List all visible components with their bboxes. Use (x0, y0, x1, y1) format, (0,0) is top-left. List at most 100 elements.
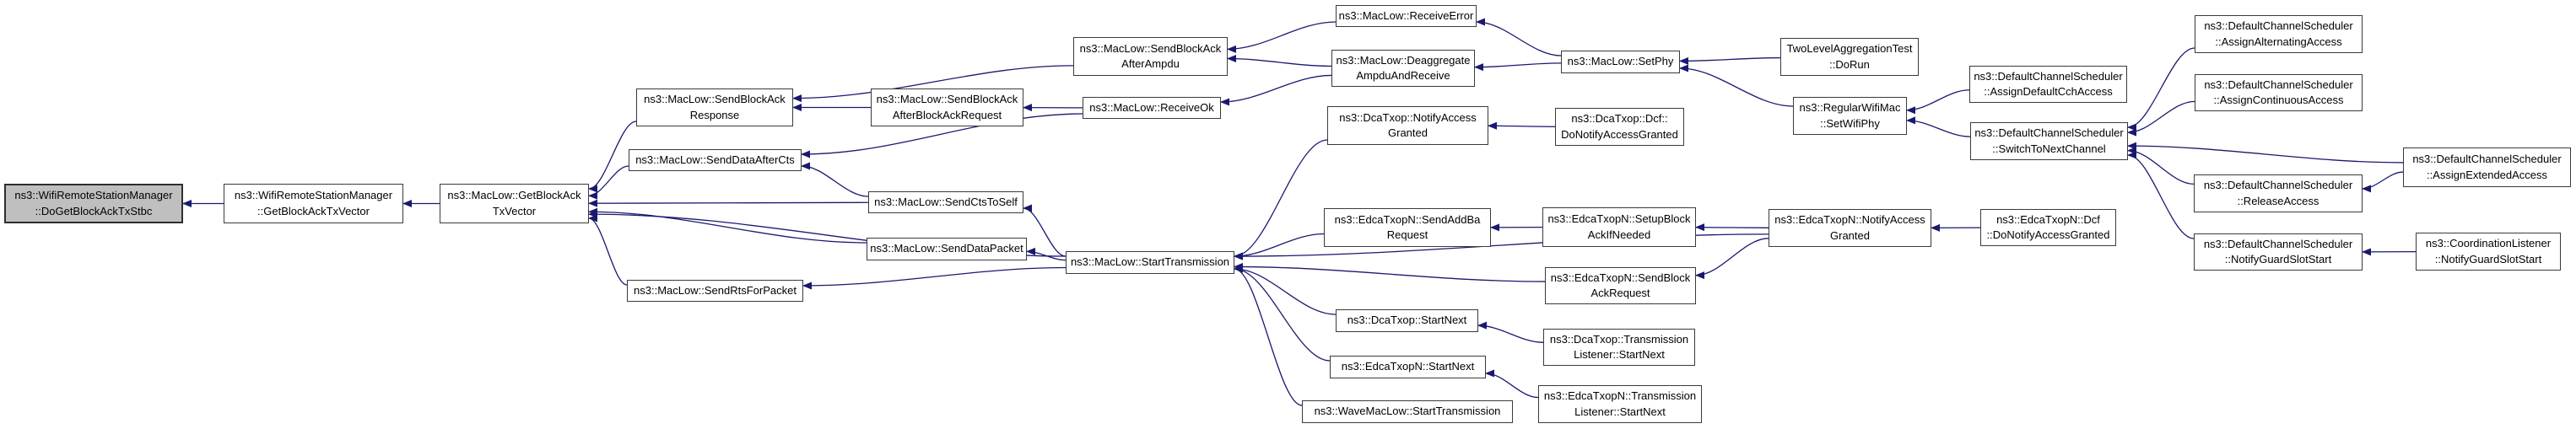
graph-node-label: ns3::EdcaTxopN::Transmission (1543, 389, 1697, 403)
call-edge-dcatxop-startnext--starttransmission (1234, 265, 1337, 315)
graph-node-label: ::NotifyGuardSlotStart (2434, 252, 2542, 265)
graph-node-label: ns3::DefaultChannelScheduler (2204, 78, 2353, 91)
graph-node-edca-dcf-dnag[interactable]: ns3::EdcaTxopN::Dcf::DoNotifyAccessGrant… (1980, 209, 2116, 246)
graph-node-label: Granted (1830, 228, 1870, 242)
graph-node-label: ns3::DefaultChannelScheduler (2203, 179, 2353, 192)
call-edge-edca-nag--edca-sendblockackreq (1695, 238, 1769, 280)
graph-node-dca-dcf-dnag[interactable]: ns3::DcaTxop::Dcf::DoNotifyAccessGranted (1555, 108, 1684, 146)
graph-node-receiveerror[interactable]: ns3::MacLow::ReceiveError (1336, 5, 1477, 27)
call-edge-receiveok--senddataaftercts (801, 113, 1083, 158)
graph-node-label: AckRequest (1590, 287, 1650, 299)
graph-node-wave-start[interactable]: ns3::WaveMacLow::StartTransmission (1302, 400, 1513, 423)
graph-node-twolevel-dorun[interactable]: TwoLevelAggregationTest::DoRun (1780, 38, 1919, 76)
call-edge-dcs-assigndefaultcch--regularwifimac-setwifiphy (1906, 89, 1970, 115)
graph-node-label: AfterBlockAckRequest (892, 108, 1002, 121)
graph-node-label: ::NotifyGuardSlotStart (2224, 253, 2332, 265)
graph-node-label: Listener::StartNext (1574, 405, 1666, 418)
call-edge-starttransmission--senddatapacket (1026, 247, 1067, 261)
graph-node-sendctstoself[interactable]: ns3::MacLow::SendCtsToSelf (868, 191, 1023, 213)
graph-node-label: TwoLevelAggregationTest (1786, 42, 1913, 56)
call-edge-dcs-continuous--dcs-switchtonext (2127, 100, 2195, 137)
graph-node-dcs-guardslot[interactable]: ns3::DefaultChannelScheduler::NotifyGuar… (2194, 233, 2363, 271)
graph-node-senddatapacket[interactable]: ns3::MacLow::SendDataPacket (867, 238, 1027, 260)
call-edge-sendblockackresponse--maclow-getblockack (588, 121, 637, 193)
graph-node-wrsm-get[interactable]: ns3::WifiRemoteStationManager::GetBlockA… (224, 184, 403, 223)
call-edge-dcs-release--dcs-switchtonext (2127, 147, 2195, 185)
call-edge-sendctstoself--maclow-getblockack (588, 199, 869, 207)
graph-node-sendrtsforpacket[interactable]: ns3::MacLow::SendRtsForPacket (627, 280, 803, 302)
graph-node-dcs-switchtonext[interactable]: ns3::DefaultChannelScheduler::SwitchToNe… (1970, 122, 2128, 160)
graph-node-label: ::AssignDefaultCchAccess (1984, 85, 2113, 98)
graph-node-label: ns3::WaveMacLow::StartTransmission (1314, 405, 1501, 418)
graph-node-label: ns3::WifiRemoteStationManager (14, 189, 173, 202)
graph-node-label: ns3::MacLow::Deaggregate (1336, 53, 1471, 67)
graph-node-label: ::DoGetBlockAckTxStbc (35, 204, 153, 217)
graph-node-label: DoNotifyAccessGranted (1561, 127, 1678, 141)
graph-node-label: ns3::RegularWifiMac (1799, 101, 1901, 115)
graph-node-dcs-assigndefaultcch[interactable]: ns3::DefaultChannelScheduler::AssignDefa… (1969, 66, 2127, 103)
graph-node-dcs-release[interactable]: ns3::DefaultChannelScheduler::ReleaseAcc… (2194, 174, 2363, 212)
graph-node-label: ::AssignAlternatingAccess (2215, 35, 2342, 48)
graph-node-label: ns3::MacLow::SendDataAfterCts (635, 153, 795, 166)
call-edge-dcs-alternating--dcs-switchtonext (2127, 47, 2195, 131)
graph-node-label: ns3::MacLow::ReceiveOk (1089, 100, 1214, 114)
graph-node-label: Granted (1388, 126, 1428, 139)
graph-node-label: ::DoRun (1829, 57, 1870, 71)
graph-node-label: ns3::WifiRemoteStationManager (234, 189, 393, 202)
call-edge-deaggregate--sendblockackafterampdu (1227, 55, 1332, 67)
graph-node-label: ns3::EdcaTxopN::SendBlock (1550, 271, 1691, 284)
call-edge-dcs-extended--dcs-switchtonext (2127, 142, 2404, 164)
graph-node-label: ns3::EdcaTxopN::StartNext (1341, 360, 1475, 373)
graph-node-label: ::SetWifiPhy (1820, 116, 1880, 130)
graph-node-wrsm-do: ns3::WifiRemoteStationManager::DoGetBloc… (4, 184, 183, 223)
graph-node-label: ::AssignExtendedAccess (2426, 168, 2548, 181)
graph-node-dcs-continuous[interactable]: ns3::DefaultChannelScheduler::AssignCont… (2195, 74, 2363, 111)
call-edge-sendctstoself--senddataaftercts (801, 162, 869, 197)
graph-node-label: ns3::EdcaTxopN::Dcf (1996, 212, 2100, 226)
graph-node-label: AmpduAndReceive (1356, 69, 1450, 82)
graph-node-dcatxop-startnext[interactable]: ns3::DcaTxop::StartNext (1336, 309, 1478, 332)
call-edge-regularwifimac-setwifiphy--setphy (1679, 64, 1794, 107)
graph-node-setphy[interactable]: ns3::MacLow::SetPhy (1561, 51, 1680, 73)
call-edge-setphy--receiveerror (1476, 18, 1562, 56)
graph-node-label: ns3::DefaultChannelScheduler (1974, 126, 2124, 140)
graph-node-label: ns3::EdcaTxopN::SendAddBa (1334, 212, 1481, 226)
call-edge-twolevel-dorun--setphy (1679, 56, 1781, 65)
graph-node-coord-guardslot[interactable]: ns3::CoordinationListener::NotifyGuardSl… (2416, 233, 2561, 271)
graph-node-label: ::DoNotifyAccessGranted (1986, 228, 2110, 241)
call-edge-sendblockackafterampdu--sendblockackresponse (792, 65, 1074, 103)
graph-node-label: Request (1386, 228, 1428, 241)
graph-node-edca-startnext[interactable]: ns3::EdcaTxopN::StartNext (1330, 356, 1486, 378)
graph-node-label: ns3::DcaTxop::NotifyAccess (1339, 110, 1477, 124)
graph-node-dcs-alternating[interactable]: ns3::DefaultChannelScheduler::AssignAlte… (2195, 15, 2363, 53)
call-edge-dca-tl-startnext--dcatxop-startnext (1477, 321, 1544, 343)
graph-node-regularwifimac-setwifiphy[interactable]: ns3::RegularWifiMac::SetWifiPhy (1793, 97, 1907, 135)
graph-node-label: ::GetBlockAckTxVector (257, 204, 370, 217)
graph-node-label: ns3::DcaTxop::Transmission (1549, 332, 1689, 346)
call-edge-starttransmission--sendctstoself (1023, 204, 1067, 257)
graph-node-label: ns3::MacLow::ReceiveError (1338, 8, 1474, 22)
graph-node-label: ns3::MacLow::SendRtsForPacket (634, 283, 797, 297)
graph-node-label: ns3::EdcaTxopN::SetupBlock (1547, 212, 1691, 226)
graph-node-starttransmission[interactable]: ns3::MacLow::StartTransmission (1066, 251, 1234, 274)
graph-node-receiveok[interactable]: ns3::MacLow::ReceiveOk (1083, 97, 1221, 119)
graph-node-label: AfterAmpdu (1121, 57, 1180, 70)
call-edge-starttransmission--sendrtsforpacket (802, 266, 1067, 290)
graph-node-senddataaftercts[interactable]: ns3::MacLow::SendDataAfterCts (629, 149, 802, 171)
call-edge-dcs-switchtonext--regularwifimac-setwifiphy (1906, 116, 1971, 137)
graph-node-dcs-extended[interactable]: ns3::DefaultChannelScheduler::AssignExte… (2403, 147, 2571, 187)
